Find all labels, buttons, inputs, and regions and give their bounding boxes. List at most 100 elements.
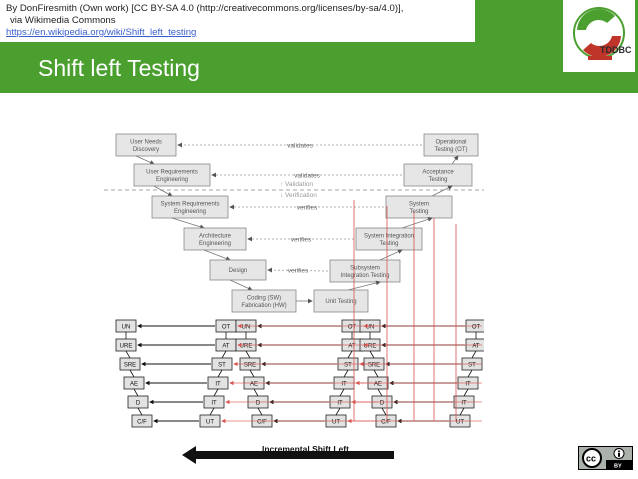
shift-right-box-label: OT [472, 325, 481, 331]
vmodel-up-arrow [451, 155, 459, 165]
svg-text:BY: BY [614, 464, 622, 470]
shift-left-connector [377, 388, 383, 397]
attribution-line-1: By DonFiresmith (Own work) [CC BY-SA 4.0… [6, 3, 404, 14]
shift-arrow-label: Incremental Shift Left [262, 444, 349, 454]
vmodel-left-box [209, 259, 267, 281]
shift-right-box-label: IT [461, 401, 467, 407]
shift-left-box-label: C/F [257, 420, 267, 426]
attribution-link[interactable]: https://en.wikipedia.org/wiki/Shift_left… [6, 27, 197, 38]
shift-left-box-label: D [380, 401, 385, 407]
shift-right-box-label: ST [218, 363, 226, 369]
svg-text:cc: cc [586, 454, 596, 464]
shift-right-box-label: ST [344, 363, 352, 369]
shift-left-box-label: UN [366, 325, 375, 331]
shift-left-connector [137, 407, 143, 416]
shift-grid-layer: UN OT URE AT SRE ST AE IT D IT C/F UT UN OT URE AT SRE ST… [115, 200, 484, 428]
attribution-block: By DonFiresmith (Own work) [CC BY-SA 4.0… [0, 0, 475, 42]
shift-left-box-label: AE [374, 382, 382, 388]
verification-label: ↓ Verification [280, 192, 317, 199]
shift-right-box-label: UT [206, 420, 214, 426]
shift-left-box-label: C/F [381, 420, 391, 426]
shift-left-connector [245, 350, 251, 359]
vmodel-down-arrow [171, 217, 205, 230]
vmodel-up-arrow [401, 216, 433, 229]
cc-by-license-icon: cc BY [578, 446, 633, 470]
shift-right-box-label: OT [222, 325, 231, 331]
shift-right-connector [347, 350, 353, 359]
shift-right-connector [471, 350, 477, 359]
shift-right-connector [213, 388, 219, 397]
shift-left-box-label: SRE [244, 363, 256, 369]
validation-label: ↑ Validation [280, 181, 314, 188]
vmodel-left-label: Design [229, 268, 248, 274]
vmodel-right-box [355, 227, 423, 251]
vmodel-right-box [313, 289, 369, 313]
shift-left-box-label: AE [250, 382, 258, 388]
vmodel-down-arrow [153, 185, 173, 197]
shift-left-box-label: URE [120, 344, 133, 350]
vmodel-up-arrow [379, 249, 403, 261]
shift-right-box-label: IT [341, 382, 347, 388]
shift-right-box-label: ST [468, 363, 476, 369]
shift-right-connector [343, 369, 349, 378]
tddbc-logo-icon: TDDBC [563, 0, 635, 72]
vmodel-left-box [151, 195, 229, 219]
shift-left-connector [257, 407, 263, 416]
shift-right-box-label: UT [332, 420, 340, 426]
shift-left-box-label: SRE [368, 363, 380, 369]
vmodel-left-box [183, 227, 247, 251]
svg-text:TDDBC: TDDBC [600, 45, 632, 55]
shift-right-box-label: IT [465, 382, 471, 388]
vmodel-link-label: validates [294, 173, 320, 180]
shift-left-box-label: UN [122, 325, 131, 331]
vmodel-link-label: verifies [291, 237, 312, 244]
shift-right-connector [209, 407, 215, 416]
vmodel-up-arrow [431, 185, 453, 197]
shift-left-connector [369, 350, 375, 359]
shift-left-connector [373, 369, 379, 378]
shift-left-box [131, 414, 153, 428]
vmodel-left-box [133, 163, 211, 187]
vmodel-right-box [329, 259, 401, 283]
shift-left-box-label: URE [364, 344, 377, 350]
vmodel-left-label: Coding (SW)Fabrication (HW) [241, 295, 286, 309]
shift-left-connector [133, 388, 139, 397]
shift-right-box-label: IT [337, 401, 343, 407]
slide-title: Shift left Testing [38, 55, 200, 81]
shift-left-box-label: UN [242, 325, 251, 331]
shift-left-box-label: D [256, 401, 261, 407]
shift-left-box-label: AE [130, 382, 138, 388]
vmodel-up-arrow [347, 280, 381, 291]
vmodel-link-label: validates [287, 143, 313, 150]
shift-left-connector [381, 407, 387, 416]
shift-right-connector [339, 388, 345, 397]
shift-right-box-label: AT [222, 344, 230, 350]
shift-left-connector [125, 350, 131, 359]
shift-left-box-label: C/F [137, 420, 147, 426]
shift-left-connector [249, 369, 255, 378]
shift-right-box-label: AT [472, 344, 480, 350]
shift-right-connector [221, 350, 227, 359]
vmodel-left-box [115, 133, 177, 157]
attribution-line-2: via Wikimedia Commons [10, 15, 116, 26]
vmodel-down-arrow [229, 279, 253, 291]
shift-left-connector [129, 369, 135, 378]
vmodel-link-label: verifies [297, 205, 318, 212]
incremental-shift-arrow: Incremental Shift Left [182, 444, 394, 464]
vmodel-link-label: verifies [288, 268, 309, 275]
shift-right-connector [467, 369, 473, 378]
shift-right-box-label: IT [211, 401, 217, 407]
vmodel-down-arrow [203, 249, 231, 261]
shift-right-box [199, 414, 221, 428]
